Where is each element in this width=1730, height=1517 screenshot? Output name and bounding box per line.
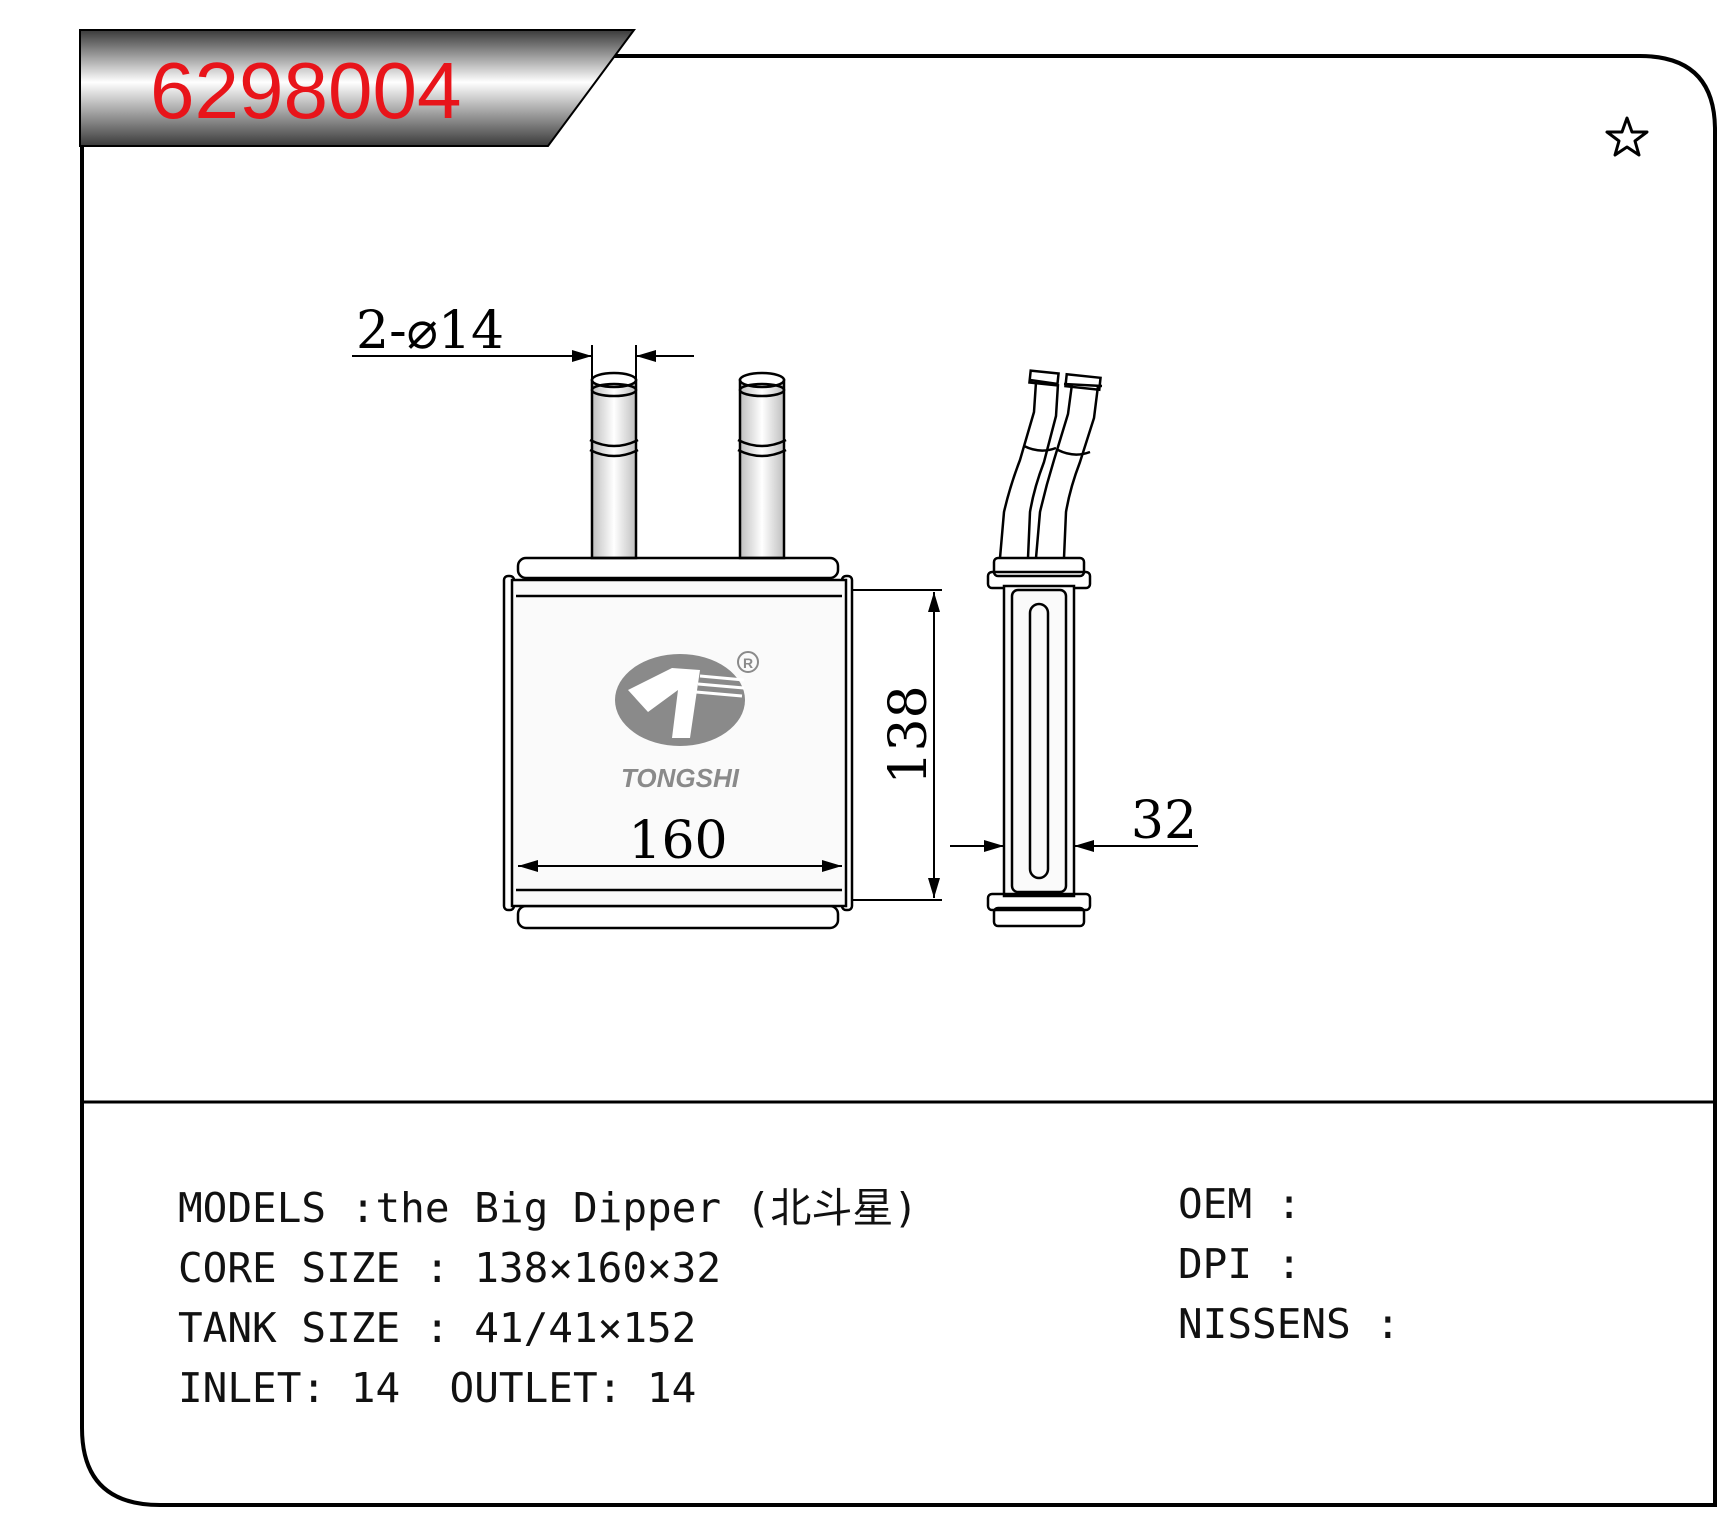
inlet-outlet-line: INLET: 14 OUTLET: 14 bbox=[178, 1364, 697, 1412]
logo-brand-text: TONGSHI bbox=[621, 763, 740, 793]
oem-line: OEM : bbox=[1178, 1180, 1302, 1228]
pipe-diameter-label: 2-⌀14 bbox=[356, 301, 504, 361]
sheet-frame bbox=[80, 36, 1717, 1507]
core-size-line: CORE SIZE : 138×160×32 bbox=[178, 1244, 722, 1292]
side-core bbox=[1002, 584, 1076, 898]
outlet-pipe bbox=[737, 371, 787, 560]
side-pipes bbox=[998, 369, 1103, 559]
top-tank bbox=[516, 556, 840, 580]
nissens-line: NISSENS : bbox=[1178, 1300, 1401, 1348]
pipe-diameter-dimension bbox=[352, 345, 694, 380]
models-line: MODELS :the Big Dipper (北斗星) bbox=[178, 1184, 919, 1232]
heater-core-side-view bbox=[986, 369, 1103, 928]
height-dimension-label: 138 bbox=[879, 685, 939, 784]
bottom-tank bbox=[516, 904, 840, 930]
tank-size-line: TANK SIZE : 41/41×152 bbox=[178, 1304, 697, 1352]
registered-mark-icon bbox=[737, 651, 759, 673]
width-dimension-label: 160 bbox=[628, 811, 727, 871]
height-dimension bbox=[852, 589, 942, 901]
star-outline-icon[interactable] bbox=[1605, 116, 1649, 157]
part-number-banner: 6298004 bbox=[79, 29, 636, 147]
tongshi-logo: R TONGSHI bbox=[615, 651, 759, 793]
svg-text:R: R bbox=[743, 655, 753, 671]
inlet-pipe bbox=[589, 371, 639, 560]
depth-dimension-label: 32 bbox=[1131, 791, 1197, 851]
dpi-line: DPI : bbox=[1178, 1240, 1302, 1288]
part-number: 6298004 bbox=[150, 46, 461, 135]
